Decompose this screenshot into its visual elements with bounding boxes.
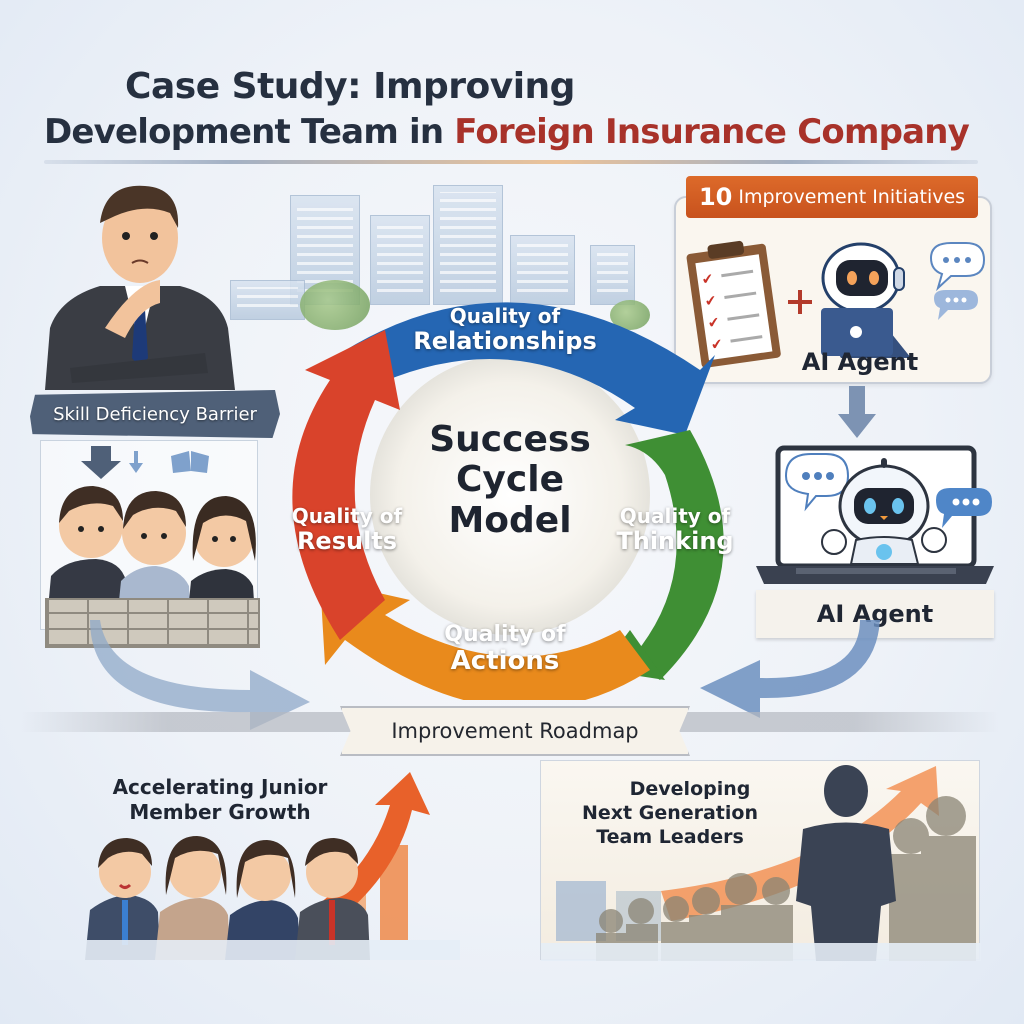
stage-line-2: Actions — [450, 646, 560, 677]
title-prefix: Development Team in — [44, 112, 444, 152]
roadmap-label: Improvement Roadmap — [391, 719, 639, 743]
stage-arc-actions — [320, 580, 650, 700]
junior-growth-title: Accelerating Junior Member Growth — [60, 775, 380, 825]
city-skyline — [200, 185, 660, 330]
stage-arc-thinking — [625, 430, 724, 680]
plus-icon — [788, 290, 812, 314]
cycle-center-title: Success Cycle Model — [400, 419, 620, 541]
robot-with-laptop-icon — [821, 242, 911, 358]
cycle-center-disc — [370, 355, 650, 635]
down-arrow-icon — [81, 446, 121, 479]
leader-silhouette-icon — [796, 765, 896, 961]
stage-label-actions: Quality of Actions — [410, 622, 600, 677]
stage-label-relationships: Quality of Relationships — [390, 305, 620, 356]
title-accent: Foreign Insurance Company — [454, 112, 970, 152]
stage-line-2: Results — [296, 527, 398, 555]
center-line-2: Cycle — [456, 459, 564, 501]
title-line-1: Case Study: Improving — [125, 66, 575, 107]
brick-wall-icon — [45, 598, 260, 648]
curved-arrow-left-icon — [90, 620, 310, 730]
stage-label-results: Quality of Results — [272, 505, 422, 556]
stage-line-1: Quality of — [291, 504, 403, 528]
center-line-1: Success — [429, 419, 591, 460]
junior-title-line-1: Accelerating Junior — [112, 775, 328, 799]
improvement-initiatives-badge: 10 Improvement Initiatives — [686, 176, 978, 218]
leaders-title-line-3: Team Leaders — [596, 825, 744, 848]
stage-line-1: Quality of — [619, 504, 731, 528]
stage-line-2: Relationships — [413, 327, 597, 355]
chat-bubble-icon — [929, 242, 986, 320]
stage-arc-relationships — [330, 302, 715, 435]
leaders-title-line-2: Next Generation — [581, 801, 758, 824]
svg-text:✔: ✔ — [710, 336, 724, 353]
svg-text:✔: ✔ — [707, 315, 721, 332]
stage-line-1: Quality of — [444, 622, 566, 647]
improvement-roadmap-banner: Improvement Roadmap — [340, 706, 690, 756]
checklist-clipboard-icon: ✔ ✔ ✔ ✔ — [686, 240, 986, 368]
curved-arrow-right-icon — [700, 620, 880, 718]
svg-text:✔: ✔ — [701, 271, 715, 288]
junior-growth-illustration — [40, 772, 460, 960]
success-cycle-diagram — [292, 302, 724, 700]
stage-line-1: Quality of — [449, 304, 561, 328]
title-divider — [44, 160, 978, 164]
robot-in-laptop-icon — [756, 445, 994, 584]
stage-label-thinking: Quality of Thinking — [600, 505, 750, 556]
team-leaders-illustration — [541, 765, 981, 961]
stage-arc-results — [292, 330, 400, 640]
stage-line-2: Thinking — [616, 527, 734, 555]
center-line-3: Model — [448, 499, 572, 541]
barrier-label: Skill Deficiency Barrier — [53, 403, 257, 425]
improvement-initiatives-panel: ✔ ✔ ✔ ✔ — [674, 196, 992, 384]
team-leaders-title: Developing Next Generation Team Leaders — [540, 778, 800, 849]
leaders-title-line-1: Developing — [629, 778, 751, 800]
initiatives-count: 10 — [698, 183, 733, 211]
thinking-manager-icon — [45, 185, 235, 390]
skill-deficiency-barrier-banner: Skill Deficiency Barrier — [30, 390, 280, 438]
down-arrow-icon — [838, 386, 876, 438]
open-book-icon — [171, 451, 209, 473]
junior-title-line-2: Member Growth — [129, 800, 311, 824]
svg-text:✔: ✔ — [704, 293, 718, 310]
initiatives-label: Improvement Initiatives — [738, 186, 966, 208]
team-leaders-panel — [540, 760, 981, 961]
title-line-2: Development Team in Foreign Insurance Co… — [44, 112, 970, 152]
ai-agent-label-top: AI Agent — [801, 348, 919, 376]
